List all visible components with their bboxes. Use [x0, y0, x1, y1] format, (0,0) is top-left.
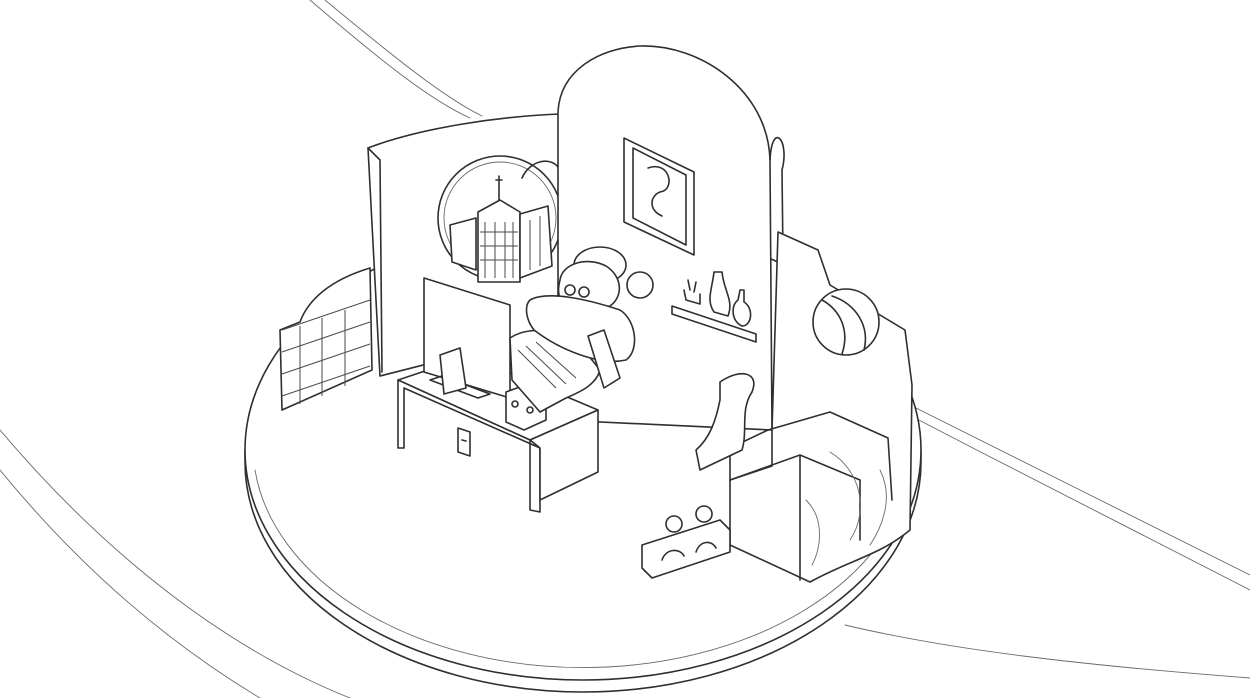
- wall-shelf: [671, 305, 757, 343]
- robot-character: [525, 246, 654, 389]
- ball: [812, 288, 880, 356]
- side-seat: [695, 373, 755, 471]
- grid-panel: [279, 267, 373, 411]
- tablet: [439, 347, 467, 395]
- vases: [683, 271, 752, 327]
- city-buildings: [449, 160, 561, 283]
- framed-picture: [623, 137, 695, 256]
- toy-block: [641, 505, 731, 579]
